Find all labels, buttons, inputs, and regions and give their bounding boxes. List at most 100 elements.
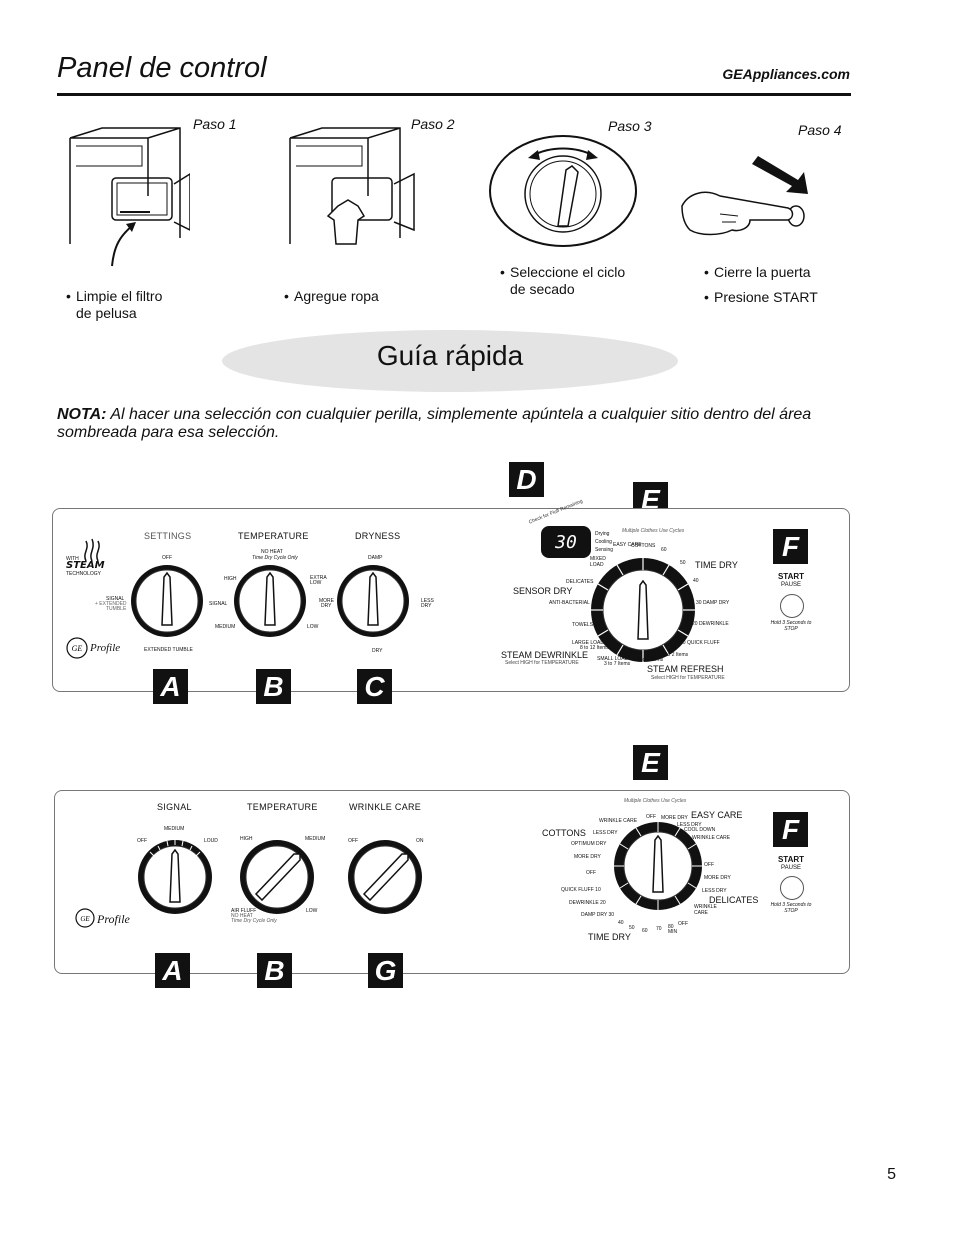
temp2-high: HIGH — [240, 836, 253, 842]
opt2-optimum: OPTIMUM DRY — [571, 841, 607, 847]
page-number: 5 — [887, 1166, 896, 1183]
start-button-1[interactable] — [780, 594, 804, 618]
display-sensing: Sensing — [595, 547, 614, 553]
steam-dewrinkle-sub: Select HIGH for TEMPERATURE — [505, 660, 579, 666]
dryness-knob[interactable] — [335, 563, 411, 639]
wrinkle-on: ON — [416, 838, 424, 844]
step-4-label: Paso 4 — [798, 122, 842, 138]
opt2-less-dry: LESS DRY — [593, 830, 618, 836]
opt2-more-dry-r: MORE DRY — [661, 815, 688, 821]
opt-delicates: DELICATES — [566, 579, 594, 585]
opt2-off-l: OFF — [586, 870, 596, 876]
arc-label-2: Multiple Clothes Use Cycles — [624, 798, 687, 804]
opt2-wrinkle-care-r: WRINKLE CARE — [692, 835, 731, 841]
opt-easy-care: EASY CARE — [613, 542, 642, 548]
opt2-wrinkle-r2: WRINKLE CARE — [694, 904, 717, 916]
cottons-label: COTTONS — [542, 828, 586, 838]
page-title: Panel de control — [57, 52, 267, 84]
dryness-more: MORE — [319, 598, 334, 604]
label-e-bottom: E — [633, 745, 668, 780]
settings-off: OFF — [162, 555, 172, 561]
opt-large-load: LARGE LOAD — [572, 640, 604, 646]
display-drying: Drying — [595, 531, 610, 537]
settings-signal-right: SIGNAL — [209, 601, 228, 607]
opt-damp-dry: 30 DAMP DRY — [696, 600, 730, 606]
settings-knob[interactable] — [129, 563, 205, 639]
dryness-damp: DAMP — [368, 555, 383, 561]
arc-label-1: Multiple Clothes Use Cycles — [622, 528, 685, 534]
step-1-text: •Limpie el filtro de pelusa — [66, 288, 163, 321]
opt2-t70: 70 — [656, 926, 662, 932]
site-url: GEAppliances.com — [722, 66, 850, 82]
temperature-knob[interactable] — [232, 563, 308, 639]
temp-high: HIGH — [224, 576, 237, 582]
opt2-more-dry: MORE DRY — [574, 854, 601, 860]
opt2-t50: 50 — [629, 925, 635, 931]
note-text: NOTA: Al hacer una selección con cualqui… — [57, 406, 812, 441]
signal-medium: MEDIUM — [164, 826, 185, 832]
temp-extra-low: LOW — [310, 580, 322, 586]
steam-refresh-label: STEAM REFRESH — [647, 664, 724, 674]
label-d: D — [509, 462, 544, 497]
temperature-title-2: TEMPERATURE — [247, 802, 318, 812]
opt2-less-dry-r: LESS DRY — [677, 822, 702, 828]
opt2-damp-dry: DAMP DRY 30 — [581, 912, 615, 918]
steam-with: WITH — [66, 556, 79, 562]
cycle-dial-1[interactable] — [590, 557, 696, 663]
opt-40: 40 — [693, 578, 699, 584]
label-b-top: B — [256, 669, 291, 704]
quick-guide-banner — [222, 330, 678, 392]
temp2-time-dry-only: Time Dry Cycle Only — [231, 918, 277, 924]
wrinkle-care-knob[interactable] — [346, 838, 424, 916]
opt-large-sub: 8 to 12 Items — [580, 645, 609, 651]
step-2-label: Paso 2 — [411, 116, 455, 132]
signal-knob[interactable] — [136, 838, 214, 916]
display-cooling: Cooling — [595, 539, 612, 545]
step-1-label: Paso 1 — [193, 116, 237, 132]
temp-no-heat: NO HEAT — [261, 549, 283, 555]
opt2-dewrinkle: DEWRINKLE 20 — [569, 900, 606, 906]
steam-logo-icon — [84, 538, 100, 562]
settings-extended: + EXTENDED — [95, 601, 127, 607]
signal-title: SIGNAL — [157, 802, 192, 812]
label-a-top: A — [153, 669, 188, 704]
time-display: 30 — [541, 526, 591, 558]
opt-50: 50 — [680, 560, 686, 566]
opt2-off-top: OFF — [646, 814, 656, 820]
opt-cottons: COTTONS — [631, 543, 656, 549]
settings-tumble: TUMBLE — [106, 606, 127, 612]
opt2-t80: 80 — [668, 924, 674, 930]
ge-logo-icon: GE — [66, 637, 88, 659]
label-f-bottom: F — [773, 812, 808, 847]
easy-care-label: EASY CARE — [691, 810, 743, 820]
dryer-filter-illustration — [69, 127, 190, 267]
dryness-dry: DRY — [372, 648, 383, 654]
label-g: G — [368, 953, 403, 988]
steam-technology: TECHNOLOGY — [66, 571, 102, 577]
opt-mixed-load: MIXED LOAD — [590, 556, 606, 568]
start-button-2[interactable] — [780, 876, 804, 900]
opt2-more-dry-r2: MORE DRY — [704, 875, 731, 881]
dryness-title: DRYNESS — [355, 531, 401, 541]
opt2-off-r2: OFF — [678, 921, 688, 927]
opt-quick-fluff: 10 QUICK FLUFF — [680, 640, 720, 646]
svg-text:GE: GE — [80, 915, 90, 923]
temperature-title: TEMPERATURE — [238, 531, 309, 541]
temperature-knob-2[interactable] — [238, 838, 316, 916]
cycle-dial-2[interactable] — [612, 820, 704, 912]
temp-extra: EXTRA — [310, 575, 327, 581]
settings-signal-left: SIGNAL — [106, 596, 125, 602]
hold-to-stop-1: Hold 3 Seconds to STOP — [770, 620, 812, 632]
temp-medium: MEDIUM — [215, 624, 236, 630]
settings-title: SETTINGS — [144, 531, 192, 541]
temp2-air-fluff: AIR FLUFF — [231, 908, 257, 914]
dryness-less-dry: DRY — [421, 603, 432, 609]
signal-off: OFF — [137, 838, 147, 844]
label-c: C — [357, 669, 392, 704]
opt-one-two: 1 to 2 Items — [662, 652, 689, 658]
opt2-less-dry-r2: LESS DRY — [702, 888, 727, 894]
press-start-illustration — [681, 156, 808, 236]
sensor-dry-label: SENSOR DRY — [513, 586, 573, 596]
delicates-label: DELICATES — [709, 895, 759, 905]
